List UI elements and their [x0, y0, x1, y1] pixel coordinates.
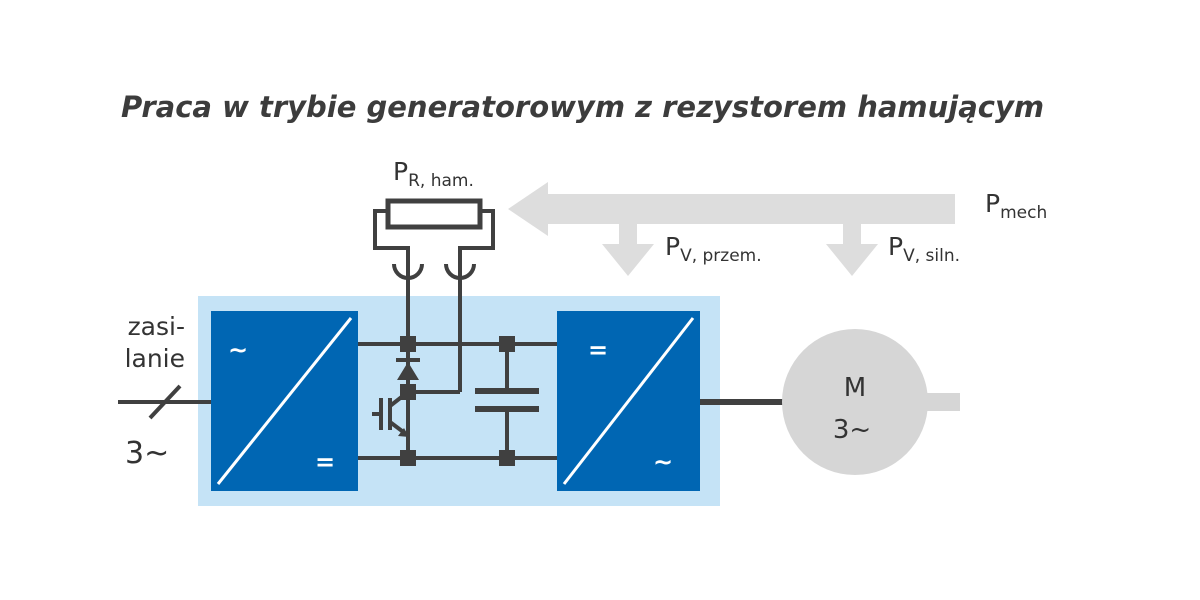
supply-phase-slash [148, 384, 182, 420]
converter-loss-arrow [602, 224, 654, 276]
capacitor-plate-top [475, 388, 539, 394]
dc-link-capacitor [475, 388, 539, 412]
freewheel-diode [397, 362, 419, 380]
mech-power-label: Pmech [985, 189, 1047, 223]
mech-power-arrow [508, 182, 955, 236]
inverter-ac-symbol: ~ [653, 448, 673, 476]
inverter-diagonal [562, 317, 695, 485]
motor: M 3~ [782, 329, 960, 475]
brake-resistor [373, 198, 495, 280]
converter-loss-symbol: P [665, 232, 680, 261]
resistor-terminal-left [392, 263, 424, 280]
motor-loss-subscript: V, siln. [903, 246, 960, 266]
motor-body [782, 329, 928, 475]
power-flow-arrows [508, 182, 955, 276]
supply-phase-label: 3~ [125, 436, 169, 471]
converter-loss-label: PV, przem. [665, 232, 762, 266]
brake-power-subscript: R, ham. [408, 171, 474, 191]
motor-loss-label: PV, siln. [888, 232, 960, 266]
junctions [400, 336, 515, 466]
resistor-symbol [385, 198, 483, 230]
junction-capacitor-bottom [499, 450, 515, 466]
inverter-dc-symbol: = [588, 336, 608, 364]
brake-power-symbol: P [393, 157, 408, 186]
rectifier-diagonal [216, 317, 353, 485]
rectifier-dc-symbol: = [315, 448, 335, 476]
motor-loss-arrow [826, 224, 878, 276]
junction-chopper-bottom [400, 450, 416, 466]
mech-power-subscript: mech [1000, 203, 1047, 223]
junction-chopper-mid [400, 384, 416, 400]
rectifier-ac-symbol: ~ [228, 336, 248, 364]
motor-letter: M [844, 373, 866, 403]
junction-chopper-top [400, 336, 416, 352]
junction-capacitor-top [499, 336, 515, 352]
inverter-block: = ~ [557, 311, 700, 491]
motor-loss-symbol: P [888, 232, 903, 261]
supply-label-line2: lanie [125, 344, 185, 373]
resistor-terminal-right [444, 263, 476, 280]
igbt-emitter-arrow [398, 428, 409, 437]
brake-power-label: PR, ham. [393, 157, 474, 191]
supply-label-line1: zasi- [128, 312, 185, 341]
capacitor-plate-bottom [475, 406, 539, 412]
diagram-title: Praca w trybie generatorowym z rezystore… [121, 90, 1044, 124]
converter-loss-subscript: V, przem. [680, 246, 762, 266]
motor-phase: 3~ [833, 415, 871, 445]
mech-power-symbol: P [985, 189, 1000, 218]
rectifier-block: ~ = [211, 311, 358, 491]
